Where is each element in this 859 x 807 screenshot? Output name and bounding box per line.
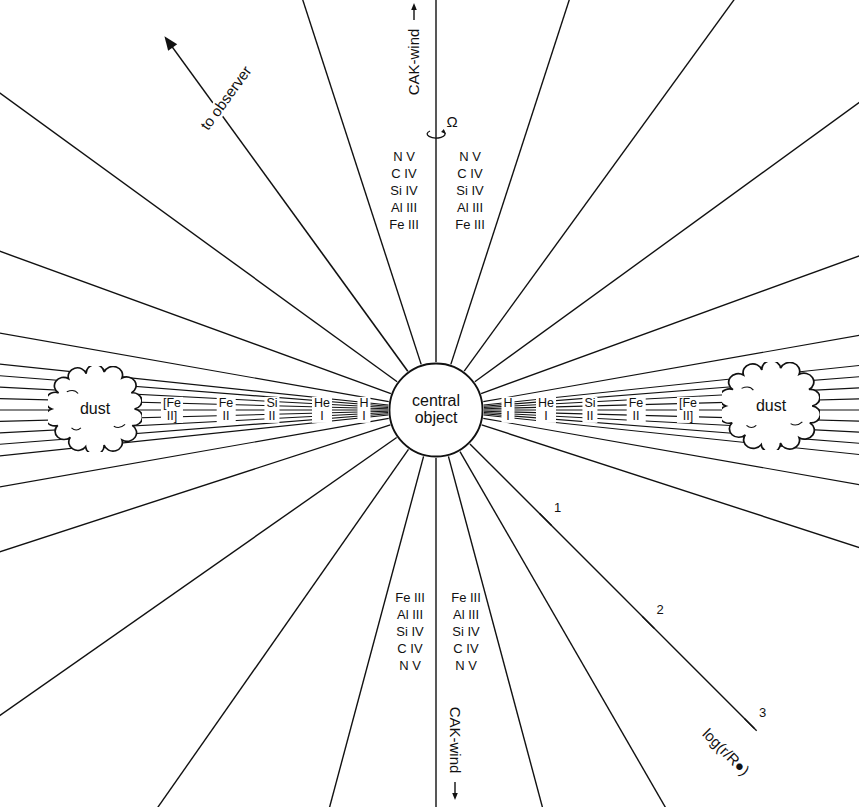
wind-ray (0, 425, 390, 688)
wind-ray (0, 449, 408, 807)
diagram-label: 3 (757, 706, 768, 720)
log-axis (470, 444, 754, 728)
wind-ray (203, 456, 424, 807)
circle-outline (389, 363, 482, 456)
disk-ion-label: [Fe II] (161, 397, 183, 423)
diagram-label: C IV (395, 642, 424, 656)
axis-tick (642, 616, 654, 628)
disk-line (0, 418, 389, 566)
disk-ion-label: Fe II (217, 397, 236, 423)
axis-tick (745, 719, 757, 731)
diagram-label: N V (457, 150, 483, 164)
central-object-circle: central object (388, 362, 484, 458)
disk-ion-label: H I (501, 397, 514, 423)
arrow-head (164, 36, 177, 51)
disk-ion-label: Si II (264, 397, 279, 423)
wind-ray (481, 102, 859, 393)
wind-ray (0, 438, 397, 807)
disk-ion-label: [Fe II] (677, 397, 699, 423)
disk-ion-label: He I (536, 397, 556, 423)
diagram-label: CAK-wind (447, 705, 463, 776)
node-label: central object (395, 393, 477, 427)
diagram-label: Al III (389, 201, 419, 215)
cloud-outline (722, 362, 820, 450)
wind-ray (0, 0, 397, 382)
disk-line (483, 418, 859, 566)
diagram-label: N V (391, 150, 417, 164)
diagram-label: log(r/R●) (698, 724, 754, 780)
wind-ray (158, 0, 421, 364)
diagram-label: Si IV (450, 625, 481, 639)
diagram-label: CAK-wind (406, 27, 422, 98)
diagram-label: 1 (552, 501, 563, 515)
cloud-outline (48, 366, 142, 452)
arrow-head (411, 3, 417, 10)
cloud-texture (742, 387, 803, 428)
diagram-label: Al III (395, 608, 425, 622)
wind-ray (464, 0, 859, 371)
disk-ion-label: H I (357, 397, 370, 423)
disk-ion-label: Si II (582, 397, 597, 423)
wind-ray (0, 102, 391, 393)
diagram-label: N V (453, 659, 479, 673)
diagram-label: C IV (455, 167, 484, 181)
wind-ray (448, 456, 669, 807)
wind-ray (482, 425, 859, 688)
diagram-label: Fe III (387, 218, 421, 232)
diagram-label: to observer (196, 61, 255, 134)
diagram-label: Si IV (388, 184, 419, 198)
diagram-label: Fe III (393, 591, 427, 605)
wind-ray (475, 0, 859, 382)
arrow-head (452, 793, 458, 800)
cloud-texture (67, 390, 125, 430)
diagram-label: Fe III (453, 218, 487, 232)
dust-cloud: dust (722, 362, 820, 450)
observer-arrow (169, 42, 408, 371)
diagram-label: Al III (451, 608, 481, 622)
wind-ray (451, 0, 714, 364)
diagram-label: C IV (389, 167, 418, 181)
diagram-label: Al III (455, 201, 485, 215)
dust-cloud: dust (48, 366, 142, 452)
diagram-label: 2 (655, 603, 666, 617)
wind-ray (435, 0, 436, 362)
wind-ray (460, 452, 859, 807)
disk-ion-label: Fe II (627, 397, 646, 423)
wind-ray (435, 458, 436, 807)
diagram-label: N V (397, 659, 423, 673)
diagram-label: C IV (451, 642, 480, 656)
axis-tick (540, 514, 552, 526)
diagram-label: Si IV (394, 625, 425, 639)
diagram-label: Si IV (454, 184, 485, 198)
node-label: dust (756, 398, 786, 415)
disk-ion-label: He I (312, 397, 332, 423)
diagram-label: Ω (444, 114, 459, 130)
node-label: dust (80, 401, 110, 418)
diagram-label: Fe III (449, 591, 483, 605)
